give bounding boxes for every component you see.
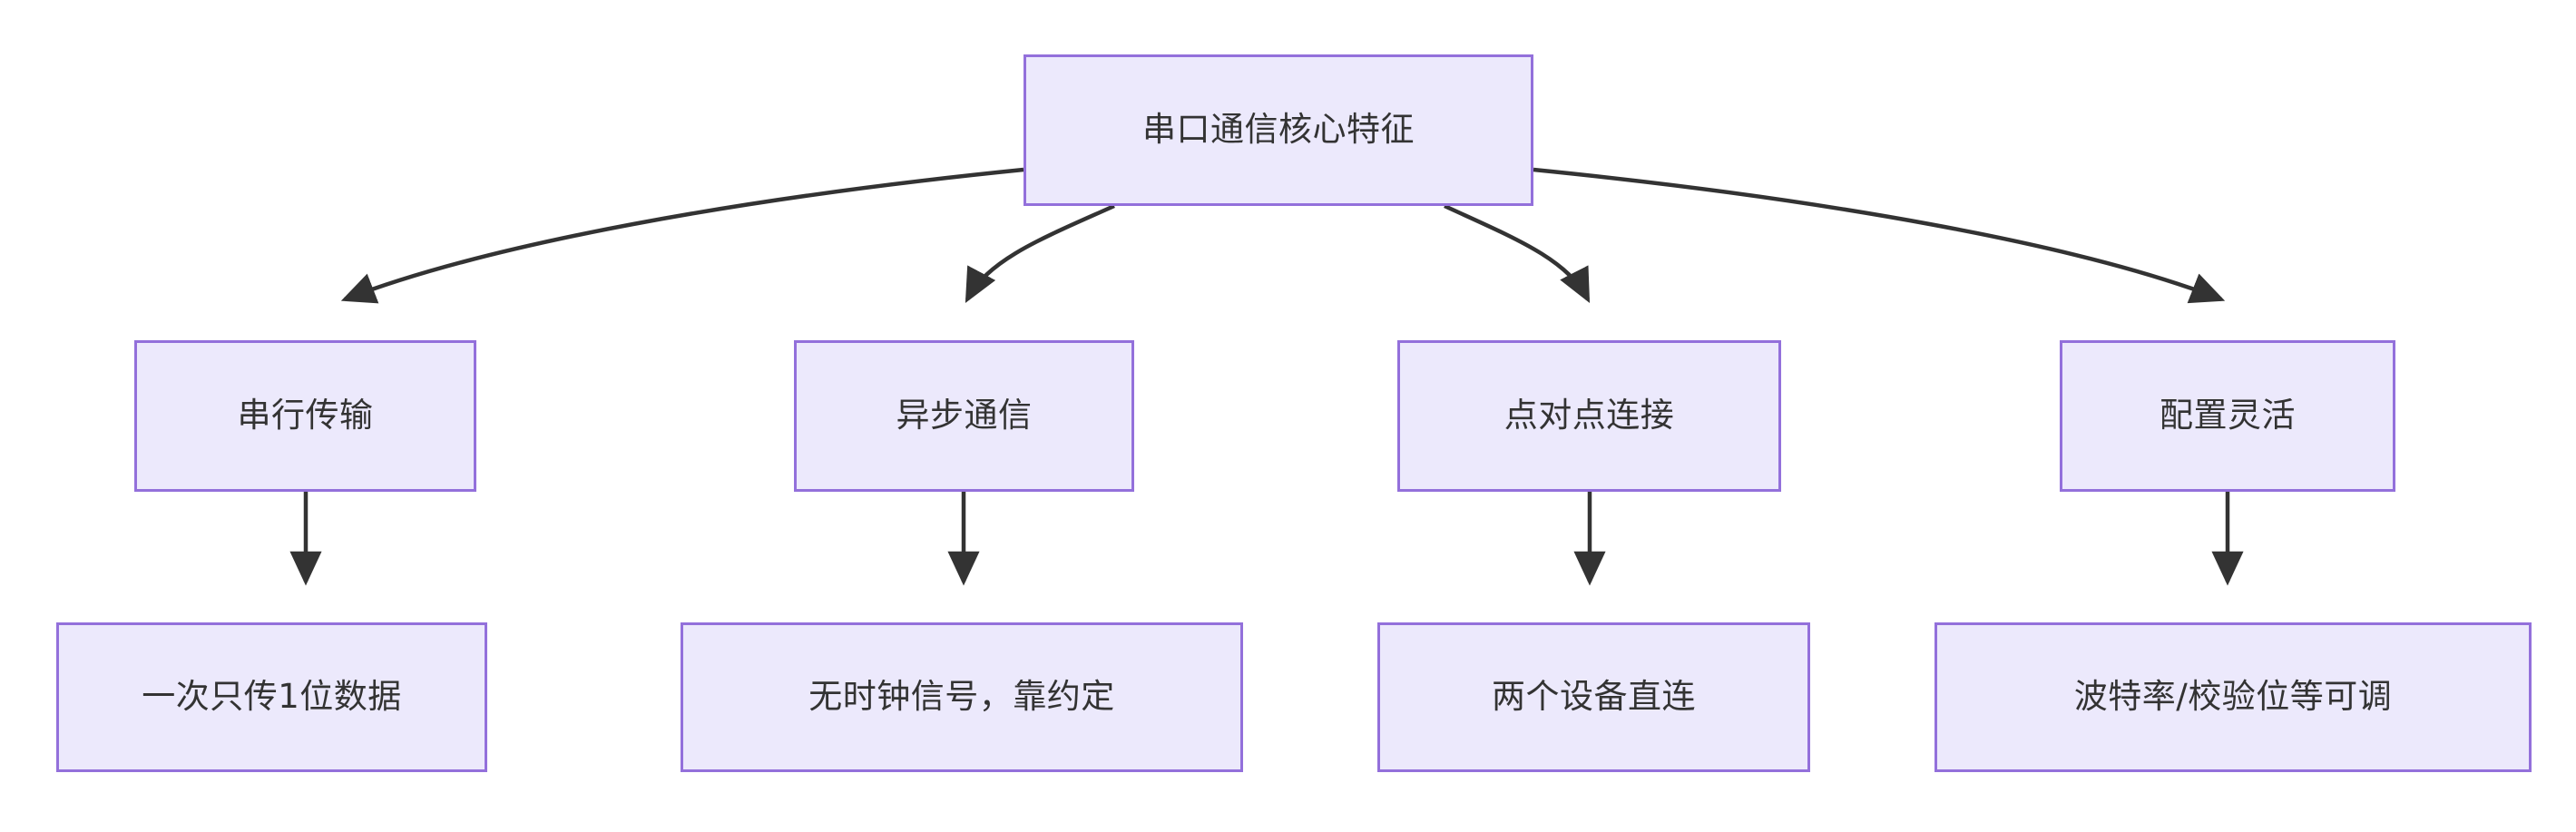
node-one-bit-at-a-time[interactable]: 一次只传1位数据 xyxy=(56,622,487,772)
node-async-communication-label: 异步通信 xyxy=(896,396,1033,436)
node-root[interactable]: 串口通信核心特征 xyxy=(1024,54,1533,206)
edge-root-to-l2b xyxy=(965,203,1115,303)
node-flexible-config[interactable]: 配置灵活 xyxy=(2060,340,2395,492)
node-no-clock-signal[interactable]: 无时钟信号，靠约定 xyxy=(681,622,1243,772)
node-no-clock-signal-label: 无时钟信号，靠约定 xyxy=(808,677,1115,717)
node-flexible-config-label: 配置灵活 xyxy=(2160,396,2296,436)
edge-root-to-l2c xyxy=(1444,203,1591,304)
node-async-communication[interactable]: 异步通信 xyxy=(794,340,1134,492)
edge-root-to-l2d xyxy=(1533,167,2226,304)
node-baudrate-parity-label: 波特率/校验位等可调 xyxy=(2073,677,2393,717)
node-baudrate-parity[interactable]: 波特率/校验位等可调 xyxy=(1934,622,2532,772)
node-point-to-point[interactable]: 点对点连接 xyxy=(1397,340,1781,492)
node-serial-transmission[interactable]: 串行传输 xyxy=(134,340,476,492)
node-two-devices-direct[interactable]: 两个设备直连 xyxy=(1377,622,1810,772)
node-two-devices-direct-label: 两个设备直连 xyxy=(1492,677,1696,717)
node-one-bit-at-a-time-label: 一次只传1位数据 xyxy=(142,677,402,717)
node-point-to-point-label: 点对点连接 xyxy=(1503,396,1675,436)
node-root-label: 串口通信核心特征 xyxy=(1142,110,1415,150)
node-serial-transmission-label: 串行传输 xyxy=(237,396,374,436)
edge-root-to-l2a xyxy=(340,167,1024,304)
